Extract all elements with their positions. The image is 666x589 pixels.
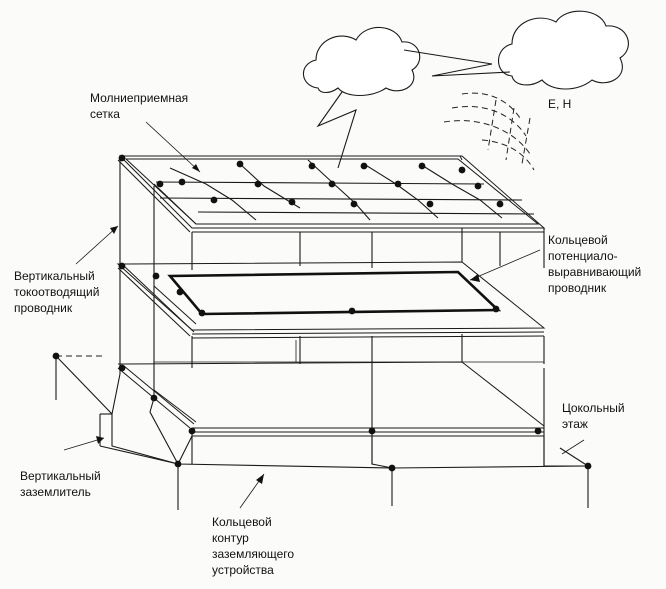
roof-slab bbox=[117, 155, 546, 233]
label-basement: Цокольный этаж bbox=[562, 401, 625, 431]
label-vertical-electrode: Вертикальный заземлитель bbox=[20, 469, 101, 499]
svg-text:проводник: проводник bbox=[548, 281, 607, 295]
svg-text:проводник: проводник bbox=[14, 301, 73, 315]
middle-slab bbox=[116, 261, 546, 339]
em-field-waves bbox=[443, 92, 535, 171]
svg-text:выравнивающий: выравнивающий bbox=[548, 265, 641, 279]
ground-nodes bbox=[174, 460, 592, 472]
svg-text:контур: контур bbox=[212, 531, 249, 545]
svg-text:Вертикальный: Вертикальный bbox=[20, 469, 101, 483]
svg-text:заземлитель: заземлитель bbox=[20, 485, 91, 499]
ground-ring-contour bbox=[99, 413, 589, 510]
field-label: E, H bbox=[548, 97, 571, 111]
label-ground-loop: Кольцевой контур заземляющего устройства bbox=[212, 515, 294, 577]
svg-text:Вертикальный: Вертикальный bbox=[14, 269, 95, 283]
label-ring-conductor: Кольцевой потенциало- выравнивающий пров… bbox=[548, 233, 641, 295]
lightning-between-clouds bbox=[403, 49, 511, 77]
svg-text:токоотводящий: токоотводящий bbox=[14, 285, 99, 299]
ring-nodes bbox=[118, 262, 500, 317]
leader-lines bbox=[63, 121, 585, 509]
svg-text:Кольцевой: Кольцевой bbox=[212, 515, 272, 529]
lightning-bolt-to-mesh bbox=[316, 91, 357, 169]
svg-text:заземляющего: заземляющего bbox=[212, 547, 294, 561]
mesh-nodes bbox=[118, 154, 504, 208]
svg-text:Кольцевой: Кольцевой bbox=[548, 233, 608, 247]
vertical-earth-electrode bbox=[52, 352, 113, 415]
lower-slab bbox=[117, 361, 545, 437]
label-mesh: Молниеприемная сетка bbox=[90, 91, 188, 121]
svg-text:Молниеприемная: Молниеприемная bbox=[90, 91, 188, 105]
svg-text:устройства: устройства bbox=[212, 563, 274, 577]
svg-text:потенциало-: потенциало- bbox=[548, 249, 618, 263]
label-vertical-conductor: Вертикальный токоотводящий проводник bbox=[14, 269, 99, 315]
down-conductors bbox=[111, 373, 589, 469]
svg-text:Цокольный: Цокольный bbox=[562, 401, 625, 415]
lightning-mesh-grid bbox=[155, 159, 535, 221]
back-wall bbox=[154, 240, 544, 363]
svg-text:сетка: сетка bbox=[90, 107, 120, 121]
cloud-right bbox=[497, 10, 629, 90]
ring-equalising-conductor bbox=[167, 270, 502, 316]
svg-text:этаж: этаж bbox=[562, 417, 588, 431]
cloud-left bbox=[302, 26, 421, 97]
